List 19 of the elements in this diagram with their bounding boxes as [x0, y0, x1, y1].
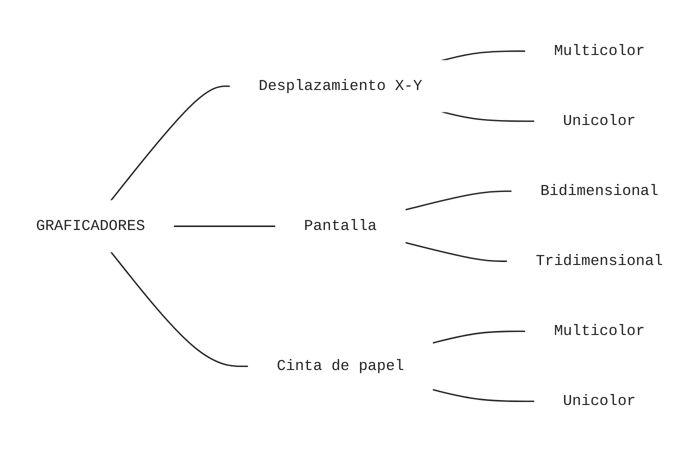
connector [404, 242, 508, 262]
node-text: Cinta de papel [276, 358, 404, 375]
node-text: Unicolor [563, 112, 636, 130]
connector [173, 225, 276, 227]
connector [432, 388, 535, 402]
connector [110, 85, 230, 201]
connector [441, 110, 535, 122]
node-text: Pantalla [304, 217, 377, 235]
node-text: Tridimensional [536, 252, 664, 270]
node-text: Desplazamiento X-Y [258, 77, 422, 94]
node-text: GRAFICADORES [36, 217, 146, 235]
connector [404, 190, 512, 210]
node-text: Unicolor [563, 392, 636, 410]
connector [441, 50, 526, 62]
connector [110, 251, 248, 367]
node-text: Multicolor [554, 42, 645, 60]
node-text: Bidimensional [540, 182, 658, 200]
connector [432, 330, 526, 344]
node-text: Multicolor [554, 322, 645, 340]
